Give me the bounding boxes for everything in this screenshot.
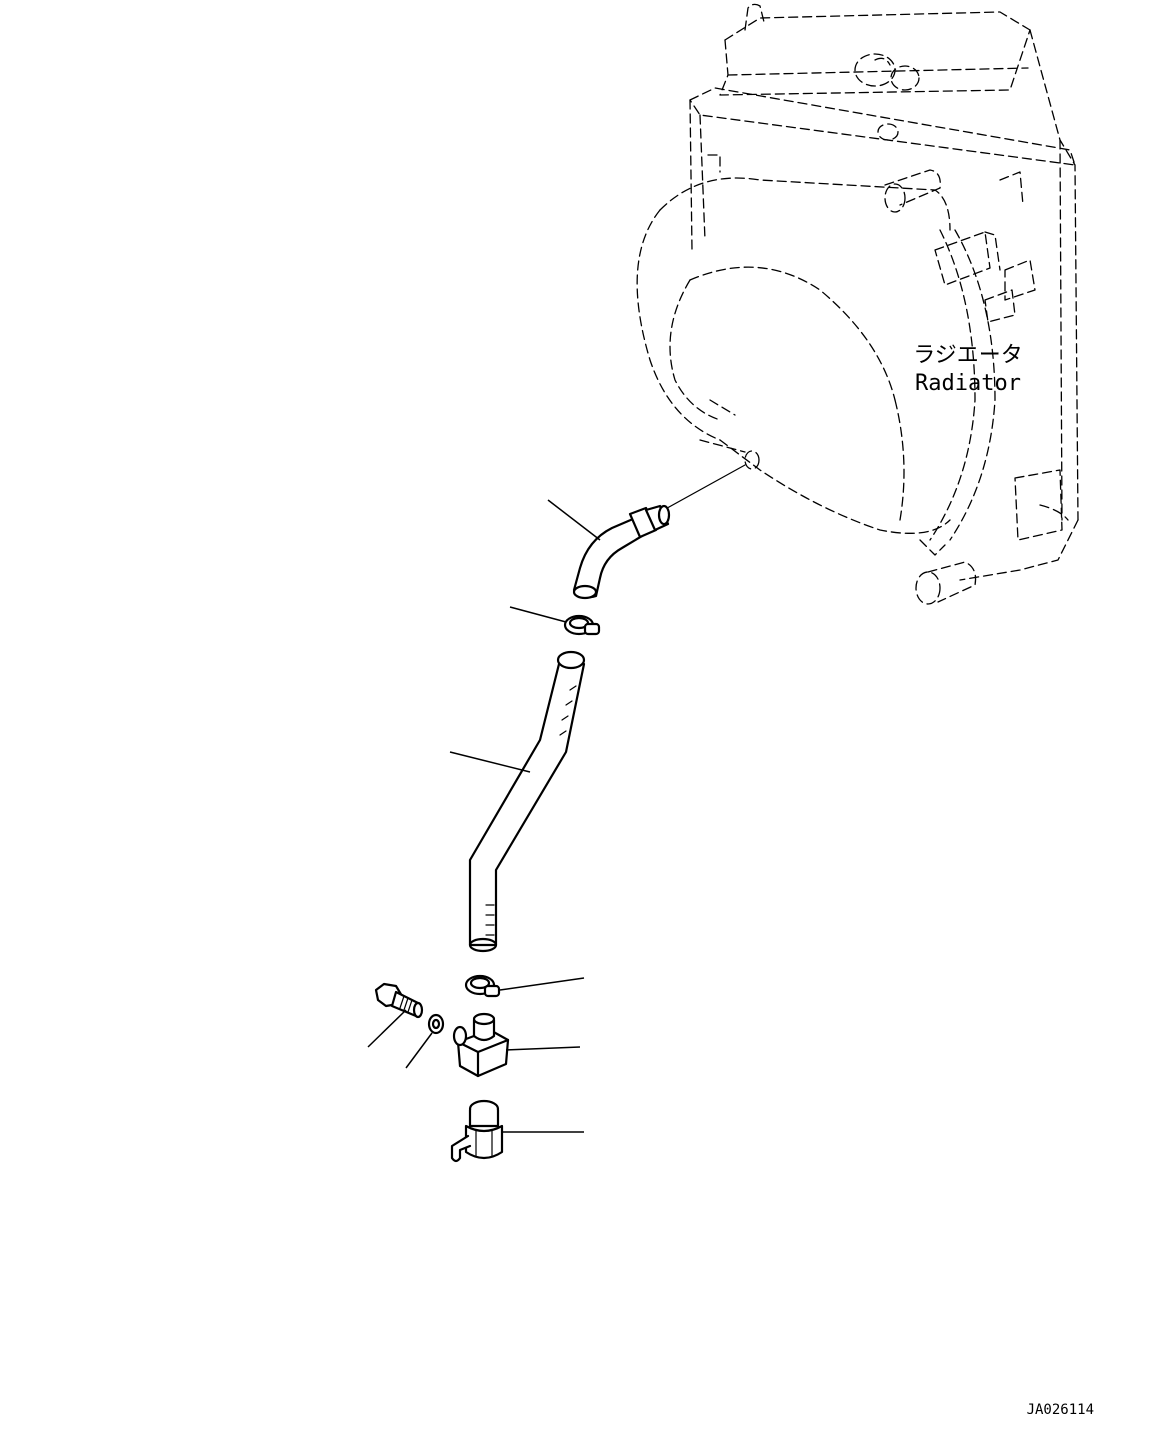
leader-clamp-upper xyxy=(509,606,567,623)
leader-bolt xyxy=(367,1009,407,1048)
radiator-label-en: Radiator xyxy=(915,371,1021,396)
leader-clamp-lower xyxy=(499,977,585,991)
leader-drain-block xyxy=(505,1046,581,1051)
hose-clamp-lower xyxy=(464,974,501,998)
drain-valve xyxy=(450,1099,504,1163)
bolt xyxy=(374,982,424,1019)
hose-clamp-upper xyxy=(563,614,601,636)
leader-washer xyxy=(405,1032,433,1069)
drawing-code: JA026114 xyxy=(1027,1402,1094,1418)
connection-line xyxy=(659,464,746,513)
elbow-hose-fitting xyxy=(572,504,671,600)
leader-drain-hose xyxy=(449,751,531,773)
drain-hose xyxy=(468,650,586,953)
drain-block xyxy=(452,1012,510,1078)
leader-elbow-hose xyxy=(547,499,601,541)
radiator-label-jp: ラジエータ xyxy=(913,343,1023,368)
washer xyxy=(427,1013,445,1035)
radiator-outline xyxy=(636,3,1079,605)
